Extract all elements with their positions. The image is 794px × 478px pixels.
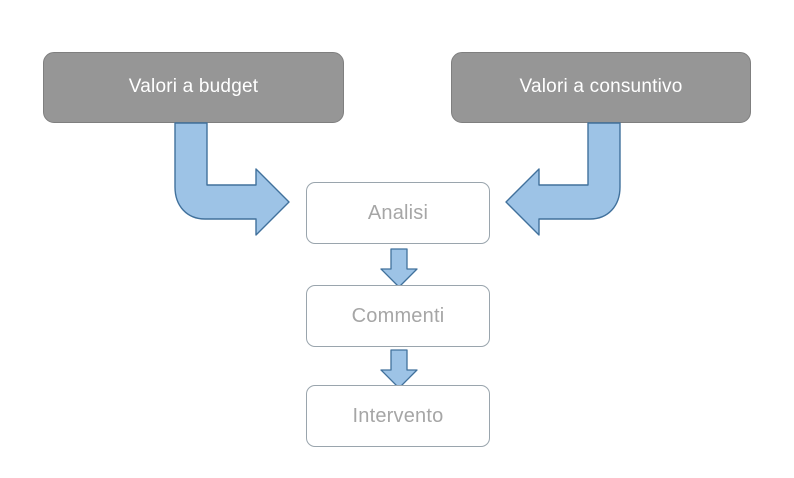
source-box-label: Valori a consuntivo <box>519 76 683 98</box>
source-box-valori-a-budget[interactable]: Valori a budget <box>43 52 344 123</box>
process-box-intervento[interactable]: Intervento <box>306 385 490 447</box>
elbow-arrow-left-icon <box>505 122 621 236</box>
arrow-down-icon <box>380 248 418 288</box>
elbow-arrow-right-icon <box>174 122 290 236</box>
source-box-label: Valori a budget <box>128 76 259 98</box>
source-box-valori-a-consuntivo[interactable]: Valori a consuntivo <box>451 52 751 123</box>
process-box-analisi[interactable]: Analisi <box>306 182 490 244</box>
process-box-label: Intervento <box>352 405 444 427</box>
process-box-label: Analisi <box>367 202 429 224</box>
process-box-label: Commenti <box>351 305 445 327</box>
arrow-down-icon <box>380 349 418 389</box>
process-box-commenti[interactable]: Commenti <box>306 285 490 347</box>
